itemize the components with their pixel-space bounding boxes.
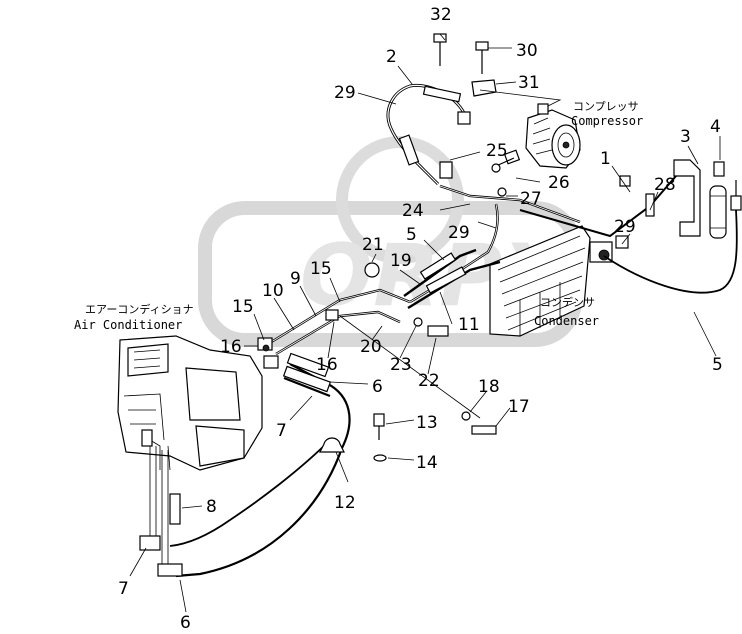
- part-number-7-upper: 7: [276, 421, 287, 441]
- part-number-6-lower: 6: [180, 613, 191, 633]
- part-number-12: 12: [334, 493, 356, 513]
- leader-lines: [129, 33, 721, 613]
- receiver-drier: [709, 161, 742, 239]
- aircon-label-en: Air Conditioner: [74, 318, 182, 332]
- part-number-27: 27: [520, 189, 542, 209]
- part-number-8: 8: [206, 497, 217, 517]
- part-number-7-lower: 7: [118, 579, 129, 599]
- hardware: [319, 33, 655, 462]
- condenser-label-en: Condenser: [534, 314, 599, 328]
- part-number-1: 1: [600, 149, 611, 169]
- compressor-label-jp: コンプレッサ: [573, 100, 639, 113]
- part-number-19: 19: [390, 251, 412, 271]
- part-number-10: 10: [262, 281, 284, 301]
- part-number-31: 31: [518, 73, 540, 93]
- part-number-24: 24: [402, 201, 424, 221]
- part-number-3: 3: [680, 127, 691, 147]
- part-number-29-top: 29: [334, 83, 356, 103]
- part-number-25: 25: [486, 141, 508, 161]
- part-number-16-right: 16: [316, 355, 338, 375]
- aircon-label-jp: エアーコンディショナ: [85, 302, 194, 316]
- part-number-29-middle: 29: [448, 223, 470, 243]
- part-number-4: 4: [710, 117, 721, 137]
- air-conditioner-unit: [117, 335, 263, 471]
- part-number-28: 28: [654, 175, 676, 195]
- part-number-2: 2: [386, 47, 397, 67]
- part-number-15-lower: 15: [232, 297, 254, 317]
- compressor: [525, 103, 581, 169]
- part-number-14: 14: [416, 453, 438, 473]
- part-number-11: 11: [458, 315, 480, 335]
- part-number-23: 23: [390, 355, 412, 375]
- part-number-17: 17: [508, 397, 530, 417]
- part-number-20: 20: [360, 337, 382, 357]
- part-number-32: 32: [430, 5, 452, 25]
- part-numbers: 32 30 2 31 29 25 26 27 24 29 1 3 4 28 29…: [118, 5, 723, 633]
- part-number-29-right: 29: [614, 217, 636, 237]
- condenser-label-jp: コンデンサ: [540, 295, 595, 309]
- part-number-30: 30: [516, 41, 538, 61]
- part-number-9: 9: [290, 269, 301, 289]
- part-number-15-upper: 15: [310, 259, 332, 279]
- part-number-16-left: 16: [220, 337, 242, 357]
- piping: [139, 83, 738, 578]
- part-number-21: 21: [362, 235, 384, 255]
- part-number-18: 18: [478, 377, 500, 397]
- drier-bracket: [673, 159, 701, 237]
- part-number-22: 22: [418, 371, 440, 391]
- part-number-26: 26: [548, 173, 570, 193]
- part-number-6-upper: 6: [372, 377, 383, 397]
- part-number-5-upper: 5: [406, 225, 417, 245]
- part-number-5-lower: 5: [712, 355, 723, 375]
- part-number-13: 13: [416, 413, 438, 433]
- compressor-label-en: Compressor: [571, 114, 643, 128]
